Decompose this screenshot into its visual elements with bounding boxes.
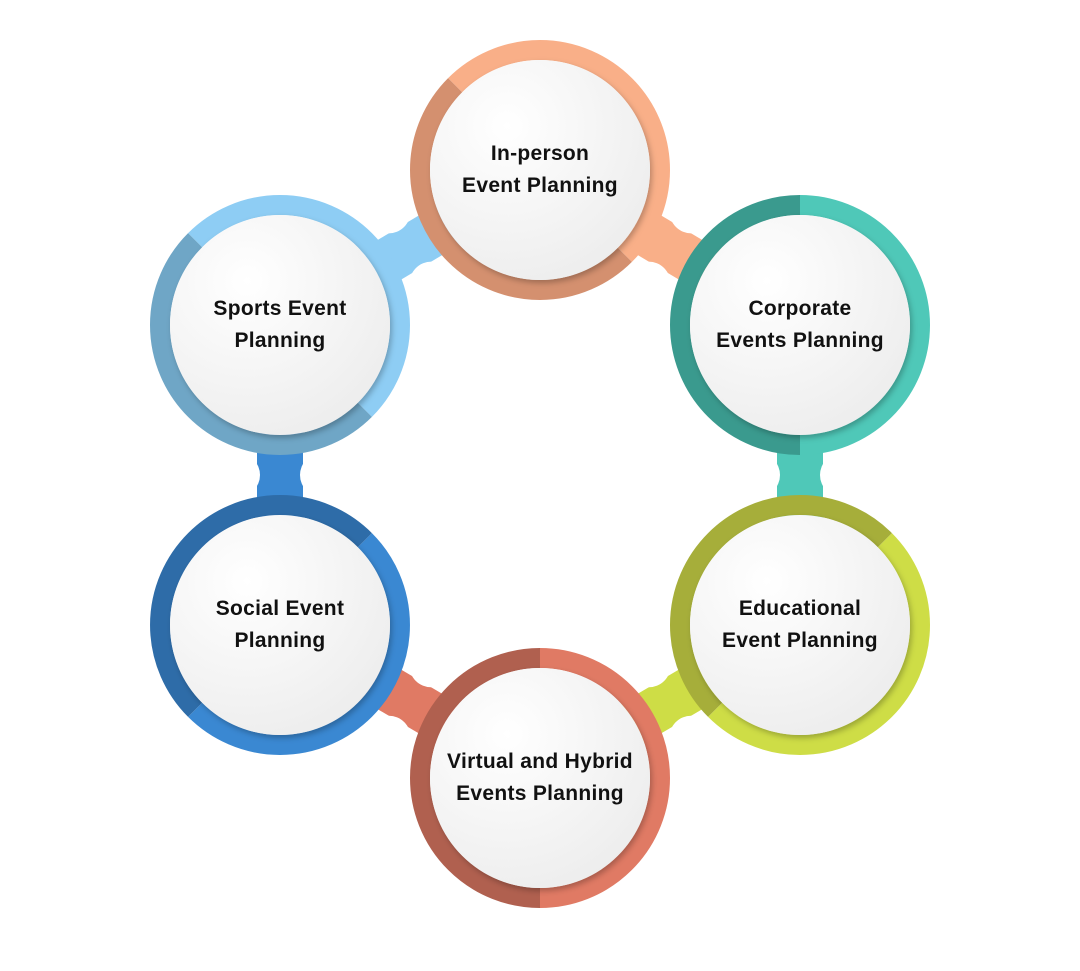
connector-notch	[366, 715, 411, 760]
node-inner-circle	[430, 60, 650, 280]
ring-dark-arc	[410, 648, 541, 908]
node-label-line: Virtual and Hybrid	[447, 750, 633, 773]
connector-notch	[736, 453, 780, 497]
ring-light-arc	[799, 195, 930, 455]
node-label-line: Sports Event	[213, 297, 347, 320]
connector-notch	[216, 453, 260, 497]
node-label-line: Event Planning	[462, 174, 618, 197]
ring-dark-arc	[150, 495, 372, 717]
node-in-person-event-planning	[410, 40, 670, 300]
node-label-line: Planning	[234, 329, 326, 352]
connector-notch	[626, 643, 671, 688]
node-inner-circle	[170, 215, 390, 435]
node-label-line: Planning	[234, 629, 326, 652]
node-label-line: In-person	[490, 142, 590, 165]
node-label-line: Events Planning	[456, 782, 624, 805]
node-inner-circle	[690, 515, 910, 735]
ring-light-arc	[188, 533, 410, 755]
connector-notch	[409, 261, 454, 306]
node-label-line: Corporate	[748, 297, 852, 320]
node-sports-event-planning	[150, 195, 410, 455]
connector-notch	[366, 189, 411, 234]
connector-notch	[669, 715, 714, 760]
node-label-line: Events Planning	[716, 329, 884, 352]
node-label-line: Educational	[738, 597, 862, 620]
node-inner-circle	[170, 515, 390, 735]
ring-dark-arc	[670, 195, 801, 455]
node-inner-circle	[690, 215, 910, 435]
ring-dark-arc	[410, 78, 632, 300]
connector-notch	[300, 453, 344, 497]
ring-light-arc	[448, 40, 670, 262]
node-label-line: Social Event	[215, 597, 345, 620]
connector-notch	[669, 189, 714, 234]
connector-notch	[626, 261, 671, 306]
node-social-event-planning	[150, 495, 410, 755]
connector-notch	[820, 453, 864, 497]
ring-light-arc	[708, 533, 930, 755]
node-corporate-events-planning	[670, 195, 930, 455]
ring-dark-arc	[150, 233, 372, 455]
node-virtual-and-hybrid-events-planning	[410, 648, 670, 908]
node-educational-event-planning	[670, 495, 930, 755]
ring-light-arc	[188, 195, 410, 417]
node-inner-circle	[430, 668, 650, 888]
ring-light-arc	[539, 648, 670, 908]
ring-dark-arc	[670, 495, 892, 717]
connector-notch	[409, 643, 454, 688]
node-label-line: Event Planning	[722, 629, 878, 652]
